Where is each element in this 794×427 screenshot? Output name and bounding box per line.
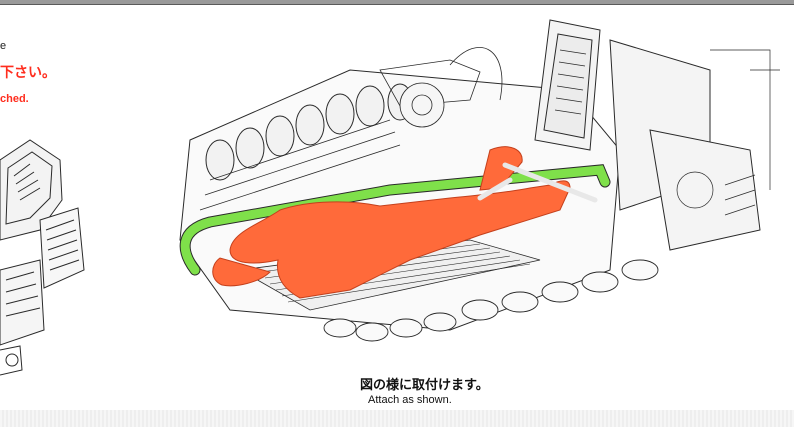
bottom-frame-strip (0, 410, 794, 427)
highlighted-part (212, 146, 571, 299)
caption-japanese: 図の様に取付けます。 (360, 378, 489, 393)
note-line-3: ched. (0, 93, 29, 105)
engine-assembly-illustration (179, 19, 780, 342)
left-engine-drawing (0, 139, 85, 376)
note-line-1: e (0, 40, 7, 52)
note-line-2: 下さい。 (0, 64, 56, 80)
caption-english: Attach as shown. (368, 394, 452, 406)
top-frame-border (0, 0, 794, 5)
